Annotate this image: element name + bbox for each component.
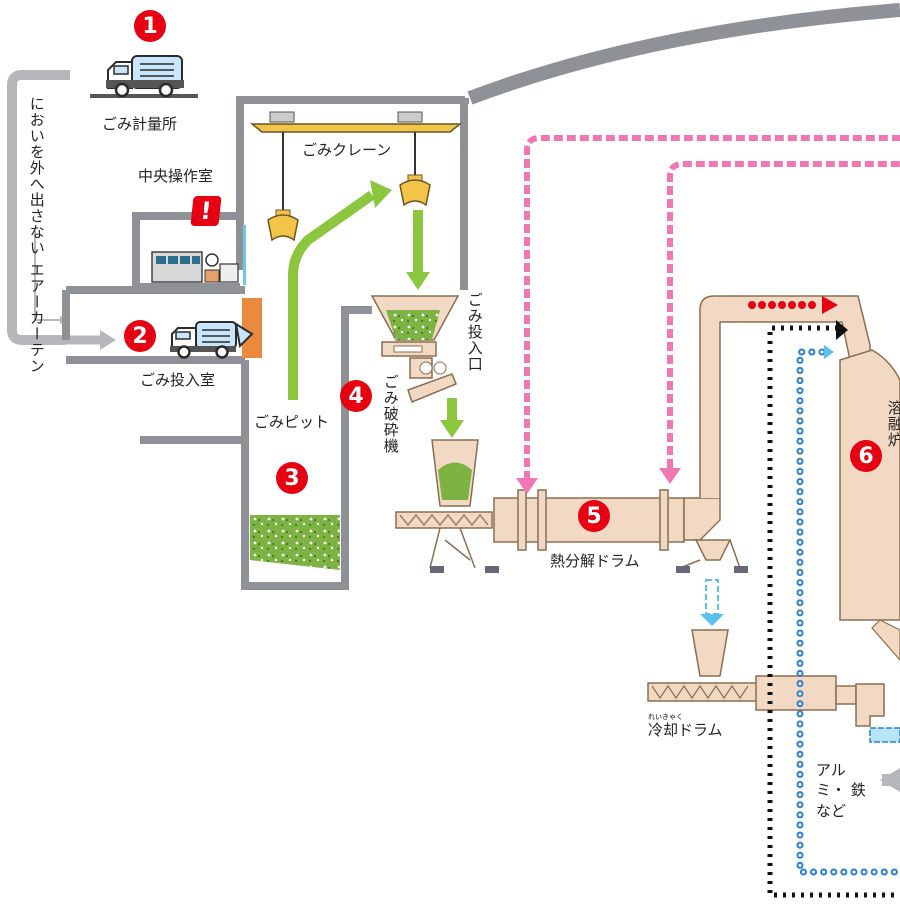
air-curtain-arrow	[100, 330, 116, 350]
feed-hopper	[370, 295, 460, 403]
black-diamond-flow	[767, 325, 900, 898]
label-tipping-room: ごみ投入室	[140, 371, 216, 389]
melting-furnace	[839, 349, 900, 621]
tipping-door	[242, 298, 262, 358]
warning-icon: !	[190, 196, 222, 226]
building-walls	[62, 96, 469, 590]
label-aluminum-iron: アルミ・ 鉄など	[816, 761, 866, 820]
badge-1: 1	[134, 10, 166, 42]
label-cooling-ruby: れいきゃく	[648, 713, 683, 721]
badge-2: 2	[124, 320, 156, 352]
air-curtain-pipe	[7, 70, 70, 345]
label-shredder: ごみ破砕機	[381, 374, 400, 454]
green-flow	[288, 190, 457, 422]
red-dot-flow	[748, 296, 838, 314]
weigh-truck	[106, 55, 184, 98]
tipping-truck	[170, 321, 254, 359]
pink-gas-lines	[524, 135, 900, 480]
label-feed-chute: ごみ投入口	[465, 292, 484, 372]
label-central-control: 中央操作室	[138, 167, 214, 185]
feed-conveyor	[395, 511, 499, 573]
badge-6: 6	[850, 440, 882, 472]
badge-5: 5	[578, 500, 610, 532]
label-cut-right: 溶融炉	[886, 400, 900, 448]
label-weigh-station: ごみ計量所	[102, 115, 178, 133]
badge-3: 3	[276, 462, 308, 494]
label-pit: ごみピット	[254, 413, 330, 431]
badge-4: 4	[340, 380, 372, 412]
pit-waste	[250, 515, 340, 570]
crane-grab-right	[399, 174, 431, 207]
crane	[249, 111, 463, 242]
building-roof-arc	[467, 3, 900, 105]
label-pyrolysis-drum: 熱分解ドラム	[550, 552, 640, 570]
crane-grab-left	[267, 209, 299, 242]
label-air-curtain: においを外へ出さない エアーカーテン	[27, 96, 46, 374]
label-crane: ごみクレーン	[302, 141, 392, 159]
cooling-section	[647, 579, 900, 792]
control-desk	[151, 251, 239, 283]
label-cooling-drum: 冷却ドラム	[648, 721, 723, 739]
